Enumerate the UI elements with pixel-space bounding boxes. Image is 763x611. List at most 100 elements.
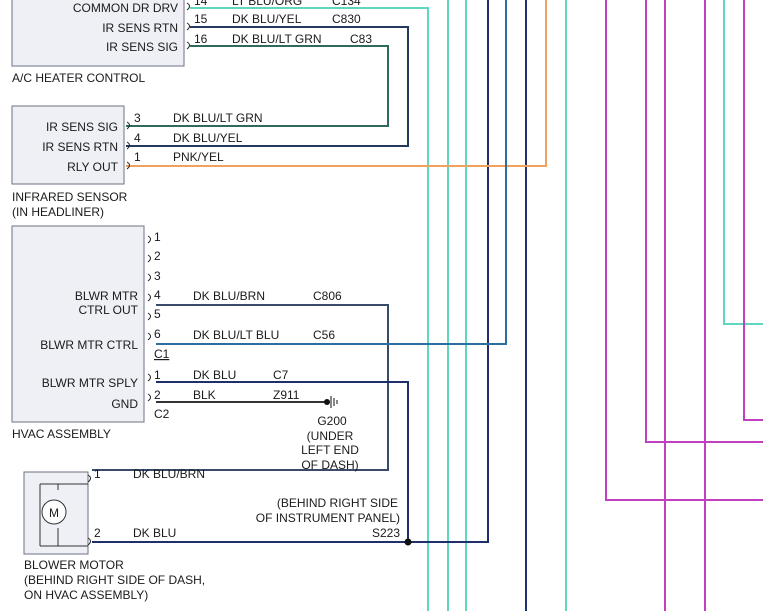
pin-number: 1 (154, 368, 161, 382)
connector-symbol (126, 121, 130, 130)
connector-symbol (87, 537, 91, 546)
pin-label-rly-out: RLY OUT (67, 160, 119, 174)
connector-symbol (186, 22, 190, 31)
wire-color-label: DK BLU/YEL (173, 131, 243, 145)
wire-dk-blu-main (410, 0, 489, 543)
component-location-line: ON HVAC ASSEMBLY) (24, 588, 148, 602)
wire-dk-blu (92, 381, 409, 543)
wire-color-label: DK BLU/BRN (193, 289, 265, 303)
pin-number: 6 (154, 327, 161, 341)
pin-number: 2 (154, 388, 161, 402)
wire-color-label: DK BLU (133, 526, 176, 540)
connector-symbol (186, 2, 190, 11)
ac-heater-control-box (11, 0, 185, 67)
pin-label-ir-sens-sig: IR SENS SIG (46, 120, 118, 134)
blower-motor: M 1 DK BLU/BRN 2 DK BLU BLOWER MOTOR (BE… (23, 467, 205, 602)
ground-name: G200 (317, 414, 347, 428)
wire-color-label: DK BLU/YEL (232, 12, 302, 26)
connector-symbol (147, 373, 151, 382)
pin-label-blwr-mtr: BLWR MTR (75, 289, 138, 303)
wire-color-label: DK BLU/BRN (133, 467, 205, 481)
pin-label-ir-sens-rtn: IR SENS RTN (102, 21, 178, 35)
component-name: HVAC ASSEMBLY (12, 427, 111, 441)
wire-magenta-2 (645, 0, 763, 443)
circuit-label: Z911 (273, 388, 300, 402)
component-name: A/C HEATER CONTROL (12, 71, 145, 85)
connector-symbol (147, 254, 151, 263)
wire-magenta-5 (743, 0, 763, 421)
component-location-line: (BEHIND RIGHT SIDE OF DASH, (24, 573, 205, 587)
circuit-label: C134 (332, 0, 361, 8)
connector-symbol (126, 161, 130, 170)
motor-wiring-icon (39, 483, 59, 547)
pin-label-ir-sens-rtn: IR SENS RTN (42, 140, 118, 154)
pin-number: 1 (134, 150, 141, 164)
wire-dk-blu-lt-blu (156, 0, 507, 345)
pin-label-common-dr-drv: COMMON DR DRV (73, 1, 178, 15)
connector-symbol (147, 293, 151, 302)
pin-number: 14 (194, 0, 208, 8)
pin-number: 3 (134, 111, 141, 125)
pin-number: 2 (94, 526, 101, 540)
connector-symbol (147, 235, 151, 244)
pin-label-blwr-mtr-ctrl: BLWR MTR CTRL (40, 338, 138, 352)
ir-sensor-wires (126, 0, 547, 167)
wire-color-label: DK BLU (193, 368, 236, 382)
ground-icon (330, 396, 338, 408)
splice-location-line: (BEHIND RIGHT SIDE (277, 496, 398, 510)
splice-s223: (BEHIND RIGHT SIDE OF INSTRUMENT PANEL) … (256, 496, 412, 546)
wire-lt-blu-org (190, 7, 429, 611)
pin-number: 3 (154, 269, 161, 283)
pin-number: 4 (154, 288, 161, 302)
wire-magenta-1 (605, 0, 763, 501)
connector-label-c2: C2 (154, 407, 170, 421)
pin-number: 4 (134, 131, 141, 145)
pin-number: 15 (194, 12, 208, 26)
ground-g200: G200 (UNDER LEFT END OF DASH) (301, 396, 359, 472)
component-name: INFRARED SENSOR (12, 190, 128, 204)
circuit-label: C830 (332, 12, 361, 26)
circuit-label: C83 (350, 32, 372, 46)
ground-point (324, 399, 330, 405)
wire-color-label: BLK (193, 388, 216, 402)
connector-symbol (147, 332, 151, 341)
connector-symbol (147, 393, 151, 402)
pin-number: 1 (154, 230, 161, 244)
pin-label-blwr-mtr-sply: BLWR MTR SPLY (42, 376, 138, 390)
wire-pnk-yel (126, 0, 547, 167)
right-side-wires (190, 0, 763, 611)
connector-symbol (126, 141, 130, 150)
wire-teal-5 (723, 0, 763, 325)
connector-symbol (87, 474, 91, 483)
infrared-sensor: IR SENS SIG IR SENS RTN RLY OUT 3 DK BLU… (11, 105, 263, 219)
wire-color-label: DK BLU/LT BLU (193, 328, 279, 342)
splice-name: S223 (372, 526, 400, 540)
pin-number: 2 (154, 249, 161, 263)
circuit-label: C7 (273, 368, 289, 382)
pin-label-ir-sens-sig: IR SENS SIG (106, 40, 178, 54)
ground-location-line: LEFT END (301, 443, 359, 457)
component-name: BLOWER MOTOR (24, 558, 124, 572)
splice-point (404, 538, 412, 546)
wire-dk-blu-yel (126, 26, 409, 147)
pin-label-ctrl-out: CTRL OUT (78, 303, 138, 317)
hvac-wire-labels: DK BLU/BRN C806 DK BLU/LT BLU C56 DK BLU… (193, 289, 342, 402)
connector-symbol (186, 41, 190, 50)
wire-color-label: LT BLU/ORG (232, 0, 302, 8)
connector-symbol (147, 273, 151, 282)
hvac-wires (92, 0, 507, 543)
pin-number: 1 (94, 467, 101, 481)
wire-dk-blu-lt-grn (126, 45, 389, 127)
wire-dk-blu-brn (92, 304, 389, 471)
pin-number: 5 (154, 307, 161, 321)
hvac-assembly: 1 2 3 4 5 6 C1 BLWR MTR CTRL OUT BLWR MT… (11, 225, 170, 441)
pin-number: 16 (194, 32, 208, 46)
wire-color-label: DK BLU/LT GRN (232, 32, 322, 46)
connector-symbol (147, 312, 151, 321)
connector-label-c1: C1 (154, 347, 170, 361)
ground-location-line: (UNDER (307, 429, 354, 443)
ac-heater-control: COMMON DR DRV IR SENS RTN IR SENS SIG 14… (11, 0, 372, 85)
infrared-sensor-box (11, 105, 125, 185)
motor-symbol: M (49, 506, 59, 520)
